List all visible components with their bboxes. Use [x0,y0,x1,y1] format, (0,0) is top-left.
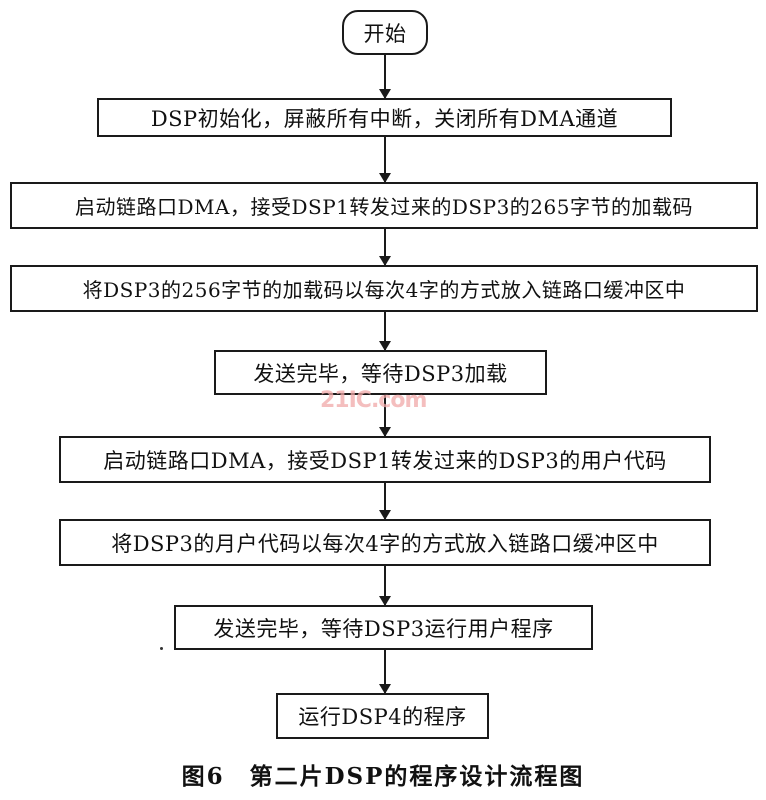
step-3-label: 将DSP3的256字节的加载码以每次4字的方式放入链路口缓冲区中 [82,278,686,302]
step-5-label: 启动链路口DMA，接受DSP1转发过来的DSP3的用户代码 [103,448,667,473]
step-2-box: 启动链路口DMA，接受DSP1转发过来的DSP3的265字节的加载码 [10,182,758,229]
step-2-label: 启动链路口DMA，接受DSP1转发过来的DSP3的265字节的加载码 [75,195,693,219]
step-7-label: 发送完毕，等待DSP3运行用户程序 [213,616,554,641]
step-8-label: 运行DSP4的程序 [298,705,467,729]
figure-caption: 图6 第二片DSP的程序设计流程图 [181,763,585,790]
step-5-box: 启动链路口DMA，接受DSP1转发过来的DSP3的用户代码 [59,436,711,483]
start-node: 开始 [342,10,428,55]
step-3-box: 将DSP3的256字节的加载码以每次4字的方式放入链路口缓冲区中 [10,265,758,312]
step-7-box: 发送完毕，等待DSP3运行用户程序 [174,605,593,650]
step-4-box: 发送完毕，等待DSP3加载 [214,350,547,395]
step-6-box: 将DSP3的月户代码以每次4字的方式放入链路口缓冲区中 [59,519,711,566]
stray-dot [160,647,163,650]
site-watermark: 21IC.com [320,388,427,413]
step-8-box: 运行DSP4的程序 [276,693,489,739]
step-6-label: 将DSP3的月户代码以每次4字的方式放入链路口缓冲区中 [111,531,659,556]
step-4-label: 发送完毕，等待DSP3加载 [253,361,508,386]
step-1-box: DSP初始化，屏蔽所有中断，关闭所有DMA通道 [97,98,672,137]
step-1-label: DSP初始化，屏蔽所有中断，关闭所有DMA通道 [150,106,619,131]
start-label: 开始 [363,21,407,46]
